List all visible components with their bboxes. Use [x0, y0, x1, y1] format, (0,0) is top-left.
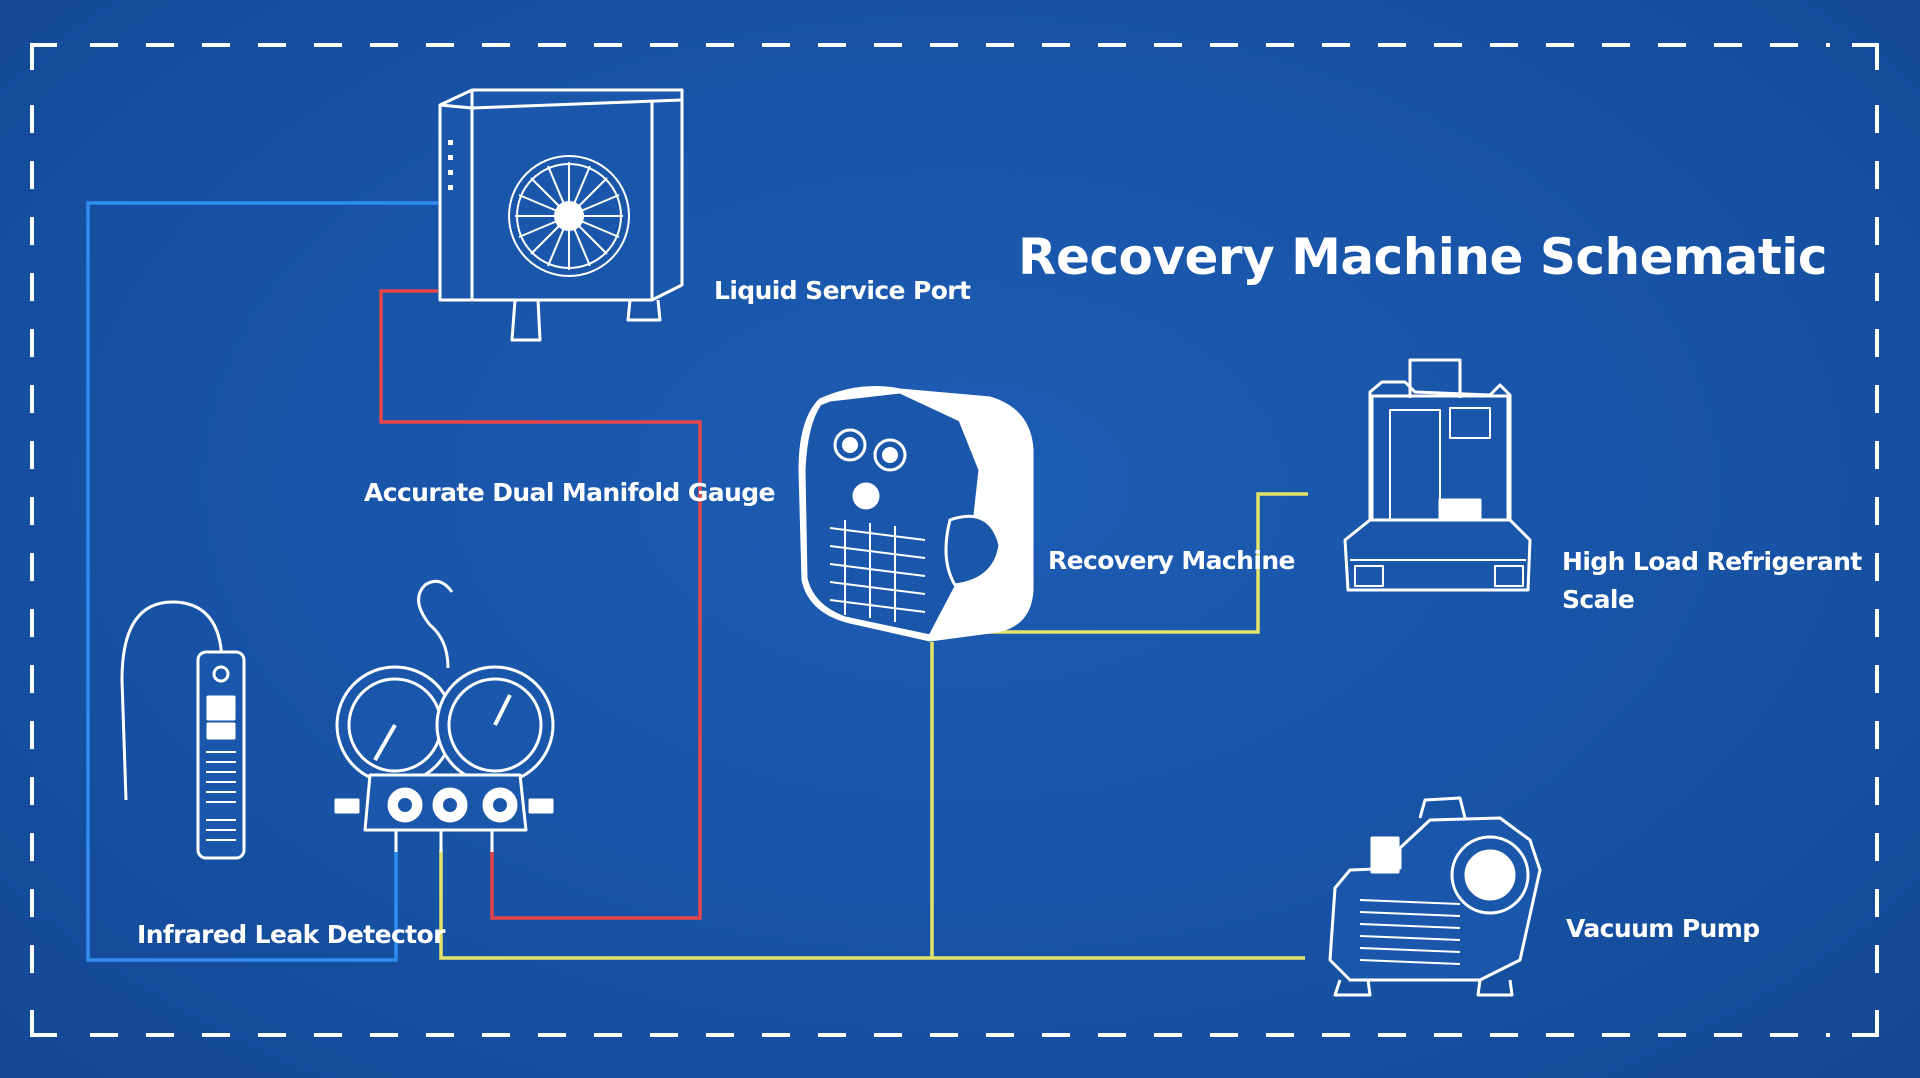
yellow-hose-scale	[970, 492, 1308, 634]
manifold-gauge-icon	[334, 579, 555, 852]
label-refrigerant-scale-line1: High Load Refrigerant	[1562, 547, 1862, 576]
red-hose-upper	[379, 289, 702, 920]
label-leak-detector: Infrared Leak Detector	[137, 920, 445, 949]
refrigerant-scale-icon	[1343, 358, 1532, 592]
hose-connections	[86, 201, 1308, 962]
label-vacuum-pump: Vacuum Pump	[1566, 914, 1760, 943]
yellow-hose-gauge	[439, 850, 1305, 960]
recovery-machine-icon	[798, 386, 1034, 642]
label-refrigerant-scale-line2: Scale	[1562, 585, 1635, 614]
leak-detector-icon	[120, 600, 246, 860]
condenser-unit-icon	[438, 88, 684, 342]
vacuum-pump-icon	[1328, 796, 1542, 997]
label-liquid-service-port: Liquid Service Port	[714, 276, 971, 305]
dashed-frame	[30, 43, 1879, 1037]
label-recovery-machine: Recovery Machine	[1048, 546, 1295, 575]
blue-hose	[86, 201, 438, 962]
diagram-title: Recovery Machine Schematic	[1018, 228, 1828, 286]
label-manifold-gauge: Accurate Dual Manifold Gauge	[364, 478, 775, 507]
